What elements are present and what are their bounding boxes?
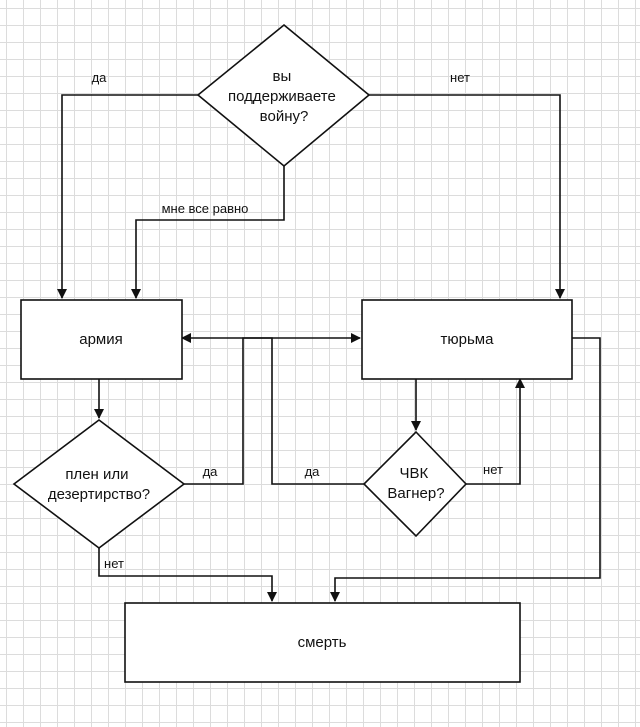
node-death: смерть bbox=[124, 602, 521, 683]
edge-label-wagner-no: нет bbox=[483, 462, 503, 477]
edge-captivity-yes bbox=[184, 333, 361, 485]
edge-label-question-yes: да bbox=[92, 70, 108, 85]
prison-box bbox=[361, 299, 573, 380]
node-captivity: плен или дезертирство? bbox=[12, 418, 186, 550]
node-question: вы поддерживаете войну? bbox=[196, 23, 371, 168]
edge-label-question-dont-care: мне все равно bbox=[162, 201, 249, 216]
wagner-text: ЧВК Вагнер? bbox=[387, 465, 444, 502]
captivity-diamond bbox=[12, 418, 186, 550]
captivity-line: дезертирство? bbox=[48, 486, 150, 503]
question-line: войну? bbox=[260, 108, 309, 125]
wagner-line: Вагнер? bbox=[387, 485, 444, 502]
edge-labels: да нет мне все равно да да нет нет bbox=[92, 70, 503, 571]
edge-wagner-yes bbox=[181, 333, 364, 485]
edge-question-yes bbox=[57, 94, 198, 299]
question-text: вы поддерживаете войну? bbox=[228, 68, 340, 125]
edge-label-question-no: нет bbox=[450, 70, 470, 85]
army-box bbox=[20, 299, 183, 380]
node-wagner: ЧВК Вагнер? bbox=[362, 430, 468, 538]
wagner-line: ЧВК bbox=[400, 465, 429, 482]
edge-label-captivity-yes: да bbox=[203, 464, 219, 479]
edge-captivity-no bbox=[98, 548, 277, 602]
army-label: армия bbox=[79, 331, 123, 348]
edge-label-wagner-yes: да bbox=[305, 464, 321, 479]
node-army: армия bbox=[20, 299, 183, 380]
edge-prison-to-death bbox=[330, 337, 601, 602]
edge-label-captivity-no: нет bbox=[104, 556, 124, 571]
death-box bbox=[124, 602, 521, 683]
connectors bbox=[57, 94, 601, 602]
question-line: вы bbox=[273, 68, 292, 85]
edge-wagner-no bbox=[466, 378, 525, 485]
edge-question-no bbox=[369, 94, 565, 299]
question-diamond bbox=[196, 23, 371, 168]
node-prison: тюрьма bbox=[361, 299, 573, 380]
wagner-diamond bbox=[362, 430, 468, 538]
edge-question-dont-care bbox=[131, 166, 285, 299]
captivity-line: плен или bbox=[65, 466, 128, 483]
captivity-text: плен или дезертирство? bbox=[48, 466, 150, 503]
prison-label: тюрьма bbox=[441, 331, 495, 348]
question-line: поддерживаете bbox=[228, 88, 336, 105]
death-label: смерть bbox=[298, 634, 347, 651]
